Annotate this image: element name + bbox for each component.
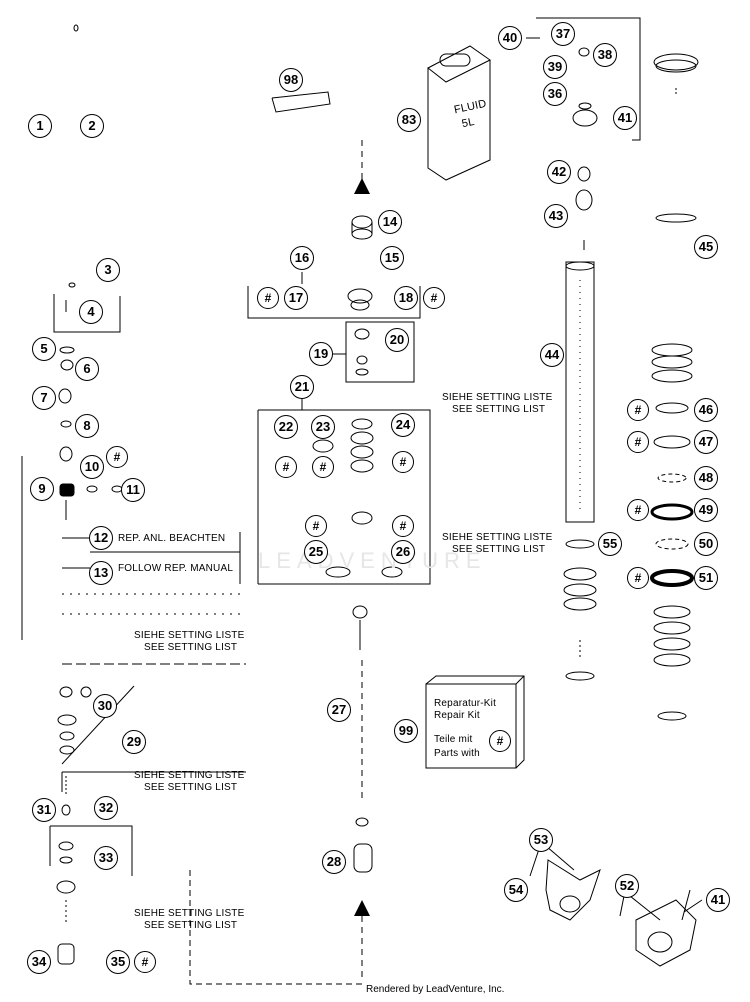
callout-83[interactable]: 83 [397, 108, 421, 132]
callout-16[interactable]: 16 [290, 246, 314, 270]
note-see-2: SEE SETTING LIST [144, 782, 238, 793]
hash-marker: # [627, 431, 649, 453]
render-credit: Rendered by LeadVenture, Inc. [366, 984, 505, 995]
callout-41[interactable]: 41 [613, 106, 637, 130]
callout-52[interactable]: 52 [615, 874, 639, 898]
note-see-5: SEE SETTING LIST [452, 544, 546, 555]
callout-30[interactable]: 30 [93, 694, 117, 718]
callout-48[interactable]: 48 [694, 466, 718, 490]
note-follow-rep: FOLLOW REP. MANUAL [118, 563, 234, 574]
hash-marker: # [627, 399, 649, 421]
callout-21[interactable]: 21 [290, 375, 314, 399]
callout-49[interactable]: 49 [694, 498, 718, 522]
callout-39[interactable]: 39 [543, 55, 567, 79]
callout-6[interactable]: 6 [75, 357, 99, 381]
hash-marker: # [489, 730, 511, 752]
callout-23[interactable]: 23 [311, 415, 335, 439]
callout-13[interactable]: 13 [89, 561, 113, 585]
hash-marker: # [312, 456, 334, 478]
callout-20[interactable]: 20 [385, 328, 409, 352]
note-siehe-3: SIEHE SETTING LISTE [134, 908, 245, 919]
callout-8[interactable]: 8 [75, 414, 99, 438]
repair-parts-label-de: Teile mit [434, 734, 473, 745]
callout-14[interactable]: 14 [378, 210, 402, 234]
note-see-3: SEE SETTING LIST [144, 920, 238, 931]
callout-11[interactable]: 11 [121, 478, 145, 502]
hash-marker: # [275, 456, 297, 478]
hash-marker: # [134, 951, 156, 973]
callout-4[interactable]: 4 [79, 300, 103, 324]
callout-1[interactable]: 1 [28, 114, 52, 138]
hash-marker: # [627, 567, 649, 589]
callout-18[interactable]: 18 [394, 286, 418, 310]
callout-25[interactable]: 25 [304, 540, 328, 564]
callout-33[interactable]: 33 [94, 846, 118, 870]
callout-42[interactable]: 42 [547, 160, 571, 184]
hash-marker: # [423, 287, 445, 309]
callout-10[interactable]: 10 [80, 455, 104, 479]
hash-marker: # [106, 446, 128, 468]
callout-55[interactable]: 55 [598, 532, 622, 556]
callout-22[interactable]: 22 [274, 415, 298, 439]
callout-47[interactable]: 47 [694, 430, 718, 454]
watermark-text: LEADVENTURE [258, 548, 487, 573]
note-rep-anl: REP. ANL. BEACHTEN [118, 533, 226, 544]
callout-9[interactable]: 9 [30, 477, 54, 501]
callout-12[interactable]: 12 [89, 526, 113, 550]
callout-44[interactable]: 44 [540, 343, 564, 367]
callout-35[interactable]: 35 [106, 950, 130, 974]
callout-3[interactable]: 3 [96, 258, 120, 282]
callout-53[interactable]: 53 [529, 828, 553, 852]
callout-31[interactable]: 31 [32, 798, 56, 822]
note-siehe-1: SIEHE SETTING LISTE [134, 630, 245, 641]
hash-marker: # [257, 287, 279, 309]
callout-28[interactable]: 28 [322, 850, 346, 874]
callout-17[interactable]: 17 [284, 286, 308, 310]
callout-19[interactable]: 19 [309, 342, 333, 366]
callout-40[interactable]: 40 [498, 26, 522, 50]
note-see-4: SEE SETTING LIST [452, 404, 546, 415]
repair-kit-label-en: Repair Kit [434, 710, 480, 721]
callout-37[interactable]: 37 [551, 22, 575, 46]
callout-5[interactable]: 5 [32, 337, 56, 361]
note-see-1: SEE SETTING LIST [144, 642, 238, 653]
callout-50[interactable]: 50 [694, 532, 718, 556]
callout-2[interactable]: 2 [80, 114, 104, 138]
callout-32[interactable]: 32 [94, 796, 118, 820]
note-siehe-4: SIEHE SETTING LISTE [442, 392, 553, 403]
callout-51[interactable]: 51 [694, 566, 718, 590]
hash-marker: # [392, 451, 414, 473]
repair-parts-label-en: Parts with [434, 748, 480, 759]
hash-marker: # [305, 515, 327, 537]
callout-98[interactable]: 98 [279, 68, 303, 92]
callout-15[interactable]: 15 [380, 246, 404, 270]
hash-marker: # [627, 499, 649, 521]
callout-38[interactable]: 38 [593, 43, 617, 67]
callout-43[interactable]: 43 [544, 204, 568, 228]
callout-26[interactable]: 26 [391, 540, 415, 564]
callout-99[interactable]: 99 [394, 719, 418, 743]
hash-marker: # [392, 515, 414, 537]
callout-7[interactable]: 7 [32, 386, 56, 410]
callout-27[interactable]: 27 [327, 698, 351, 722]
callout-45[interactable]: 45 [694, 235, 718, 259]
repair-kit-label-de: Reparatur-Kit [434, 698, 497, 709]
callout-46[interactable]: 46 [694, 398, 718, 422]
callout-24[interactable]: 24 [391, 413, 415, 437]
callout-34[interactable]: 34 [27, 950, 51, 974]
note-siehe-2: SIEHE SETTING LISTE [134, 770, 245, 781]
callout-29[interactable]: 29 [122, 730, 146, 754]
callout-41-lower[interactable]: 41 [706, 888, 730, 912]
note-siehe-5: SIEHE SETTING LISTE [442, 532, 553, 543]
callout-36[interactable]: 36 [543, 82, 567, 106]
callout-54[interactable]: 54 [504, 878, 528, 902]
